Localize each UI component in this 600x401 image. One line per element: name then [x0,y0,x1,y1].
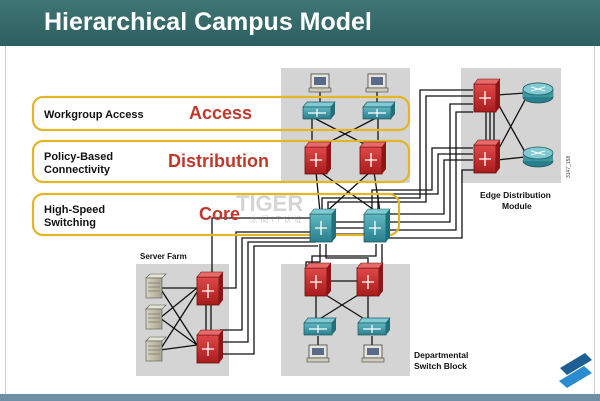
distribution-switch-icon [304,141,332,175]
workstation-icon [361,344,385,363]
distribution-layer-box [31,139,411,184]
layer-name-access: Workgroup Access [44,109,144,121]
layer-label-distribution: Distribution [168,151,269,171]
server-farm-label: Server Farm [140,252,187,261]
title-bar: Hierarchical Campus Model [0,0,600,46]
server-farm-switch-icon [196,271,224,306]
layer-label-core: Core [199,204,240,224]
access-distribution-block [281,68,410,183]
server-farm-switch-icon [196,329,224,364]
core-layer-box [31,192,401,237]
departmental-label-line1: Departmental [414,350,468,360]
workstation-icon [306,344,330,363]
router-icon [522,82,554,104]
brand-logo-icon [559,353,592,388]
layer-label-access: Access [189,103,252,123]
department-distribution-switch-icon [304,262,332,297]
core-switch-icon [309,208,337,243]
layer-name-distribution-line2: Connectivity [44,164,111,176]
department-access-switch-icon [303,317,337,336]
access-switch-icon [362,101,396,120]
edge-switch-icon [473,78,501,113]
distribution-switch-icon [359,141,387,175]
bottom-strip [0,394,600,401]
layer-name-core-line1: High-Speed [44,204,105,216]
workstation-icon [308,73,332,93]
watermark: TIGER 太 阁 I T 认 证 [236,191,303,224]
edge-switch-icon [473,139,501,174]
watermark-subtext: 太 阁 I T 认 证 [250,214,302,224]
edge-distribution-label-line2: Module [502,201,532,211]
department-distribution-switch-icon [356,262,384,297]
access-layer-box [31,95,411,132]
workstation-icon [365,73,389,93]
access-switch-icon [302,101,336,120]
server-icon [145,273,167,299]
figure-id: 3147_158 [566,156,572,178]
layer-name-core-line2: Switching [44,217,96,229]
slide-frame [5,46,595,401]
edge-distribution-label-line1: Edge Distribution [480,190,551,200]
router-icon [522,146,554,168]
slide-title: Hierarchical Campus Model [44,8,372,36]
server-icon [145,304,167,330]
departmental-label-line2: Switch Block [414,361,467,371]
core-switch-icon [363,208,391,243]
watermark-text: TIGER [236,191,303,216]
layer-name-distribution-line1: Policy-Based [44,151,113,163]
server-icon [145,336,167,362]
layer-boxes [31,95,411,237]
department-access-switch-icon [357,317,391,336]
